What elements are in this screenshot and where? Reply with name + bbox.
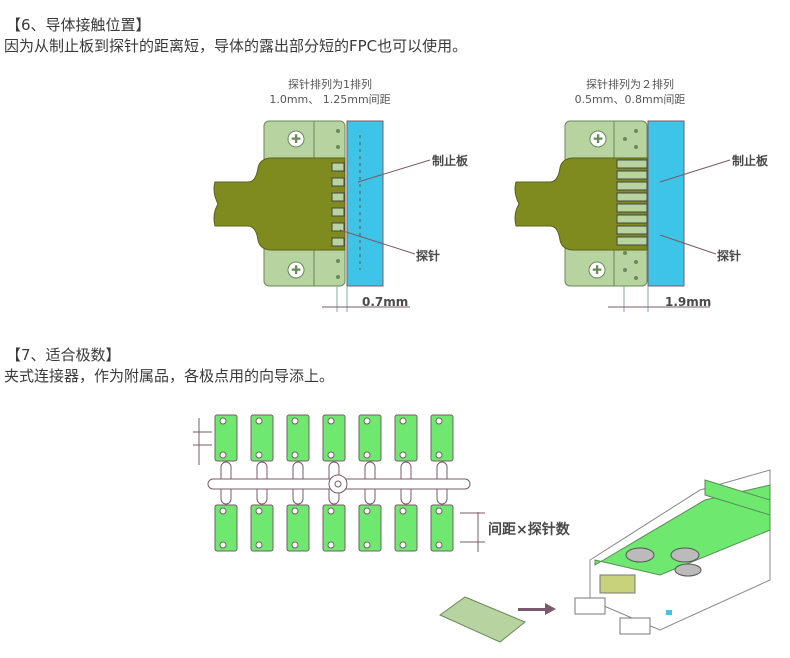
fpc-cable [213, 157, 346, 251]
guide-hole [219, 507, 227, 515]
guide-piece-top [358, 414, 382, 462]
guide-hole [399, 451, 407, 459]
guide-hole [327, 507, 335, 515]
guide-piece-top [430, 414, 454, 462]
guide-hole [255, 451, 263, 459]
section-7-heading: 【7、适合极数】 [6, 346, 121, 364]
stopper-plate [346, 120, 384, 287]
section-6-text: 因为从制止板到探针的距离短，导体的露出部分短的FPC也可以使用。 [4, 37, 468, 55]
guide-hole [363, 507, 371, 515]
dimension-right: 1.9mm [665, 295, 712, 309]
label-pitch-x-probes: 间距×探针数 [488, 522, 570, 538]
guide-hole [363, 541, 371, 549]
guide-hole [219, 451, 227, 459]
guide-hole [327, 417, 335, 425]
fig-right-caption-1: 探针排列为２排列 [586, 78, 674, 91]
svg-text:✚: ✚ [592, 263, 602, 277]
label-stopper-left: 制止板 [432, 154, 469, 168]
guide-hole [291, 541, 299, 549]
guide-hole [291, 417, 299, 425]
guide-hole [291, 451, 299, 459]
guide-piece-bottom [214, 504, 238, 552]
guide-piece-top [394, 414, 418, 462]
fig-right-caption-2: 0.5mm、0.8mm间距 [574, 93, 686, 106]
guide-piece-top [214, 414, 238, 462]
screw-icon [588, 261, 606, 279]
guide-piece-bottom [394, 504, 418, 552]
screw-icon [589, 130, 607, 148]
guide-piece-top [322, 414, 346, 462]
section-7-text: 夹式连接器，作为附属品，各极点用的向导添上。 [4, 367, 335, 385]
guide-hole [363, 417, 371, 425]
guide-hole [255, 417, 263, 425]
arrow-icon [518, 603, 556, 615]
guide-hole [435, 451, 443, 459]
guide-hole [399, 507, 407, 515]
connector-assembly [574, 469, 771, 635]
screw-icon [287, 261, 305, 279]
svg-text:✚: ✚ [291, 132, 301, 146]
label-stopper-right: 制止板 [732, 154, 769, 168]
guide-hole [291, 507, 299, 515]
guide-hole [327, 451, 335, 459]
guide-piece-bottom [430, 504, 454, 552]
guide-hole [255, 507, 263, 515]
guide-hole [363, 451, 371, 459]
guide-piece-bottom [250, 504, 274, 552]
guide-piece-bottom [286, 504, 310, 552]
fpc-cable [514, 157, 648, 251]
fig-left-caption-2: 1.0mm、 1.25mm间距 [269, 93, 391, 106]
guide-hole [435, 507, 443, 515]
fig-left-caption-1: 探针排列为1排列 [288, 78, 372, 91]
guide-hole [255, 541, 263, 549]
screw-icon [287, 130, 305, 148]
guide-hole [327, 541, 335, 549]
svg-text:✚: ✚ [291, 263, 301, 277]
guide-piece-bottom [358, 504, 382, 552]
section-6-heading: 【6、导体接触位置】 [6, 16, 151, 34]
guide-hole [399, 541, 407, 549]
dimension-left: 0.7mm [362, 295, 409, 309]
stopper-plate [647, 120, 685, 287]
guide-hole [219, 541, 227, 549]
svg-text:✚: ✚ [593, 132, 603, 146]
label-probe-left: 探针 [416, 249, 441, 263]
guide-piece-top [286, 414, 310, 462]
label-probe-right: 探针 [717, 249, 742, 263]
guide-hole [435, 417, 443, 425]
guide-hole [435, 541, 443, 549]
guide-hole [219, 417, 227, 425]
guide-piece [439, 596, 526, 643]
guide-hole [399, 417, 407, 425]
guide-piece-bottom [322, 504, 346, 552]
guide-piece-top [250, 414, 274, 462]
